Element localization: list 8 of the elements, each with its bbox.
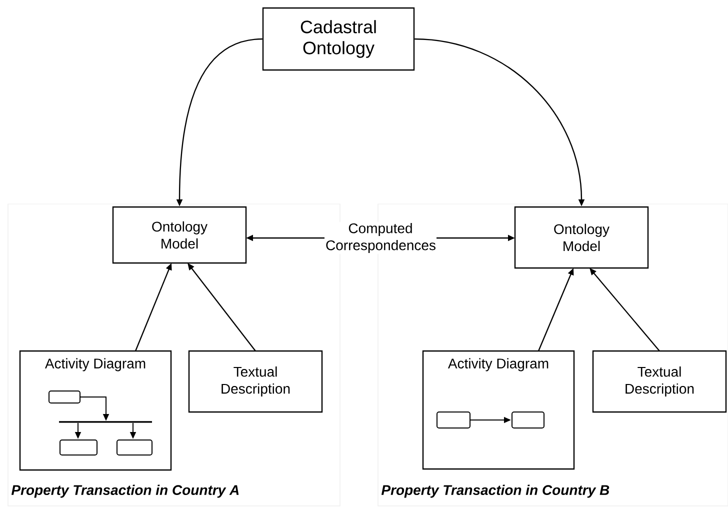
concept-box: Ontology Model xyxy=(112,206,247,264)
activity-diagram-box: Activity Diagram xyxy=(19,350,172,471)
concept-box: Ontology Model xyxy=(514,206,649,269)
edge-label: Computed Correspondences xyxy=(324,222,436,254)
concept-box: Textual Description xyxy=(592,350,727,413)
concept-box: Cadastral Ontology xyxy=(262,7,415,71)
concept-box: Textual Description xyxy=(188,350,323,413)
activity-diagram-box: Activity Diagram xyxy=(422,350,575,470)
